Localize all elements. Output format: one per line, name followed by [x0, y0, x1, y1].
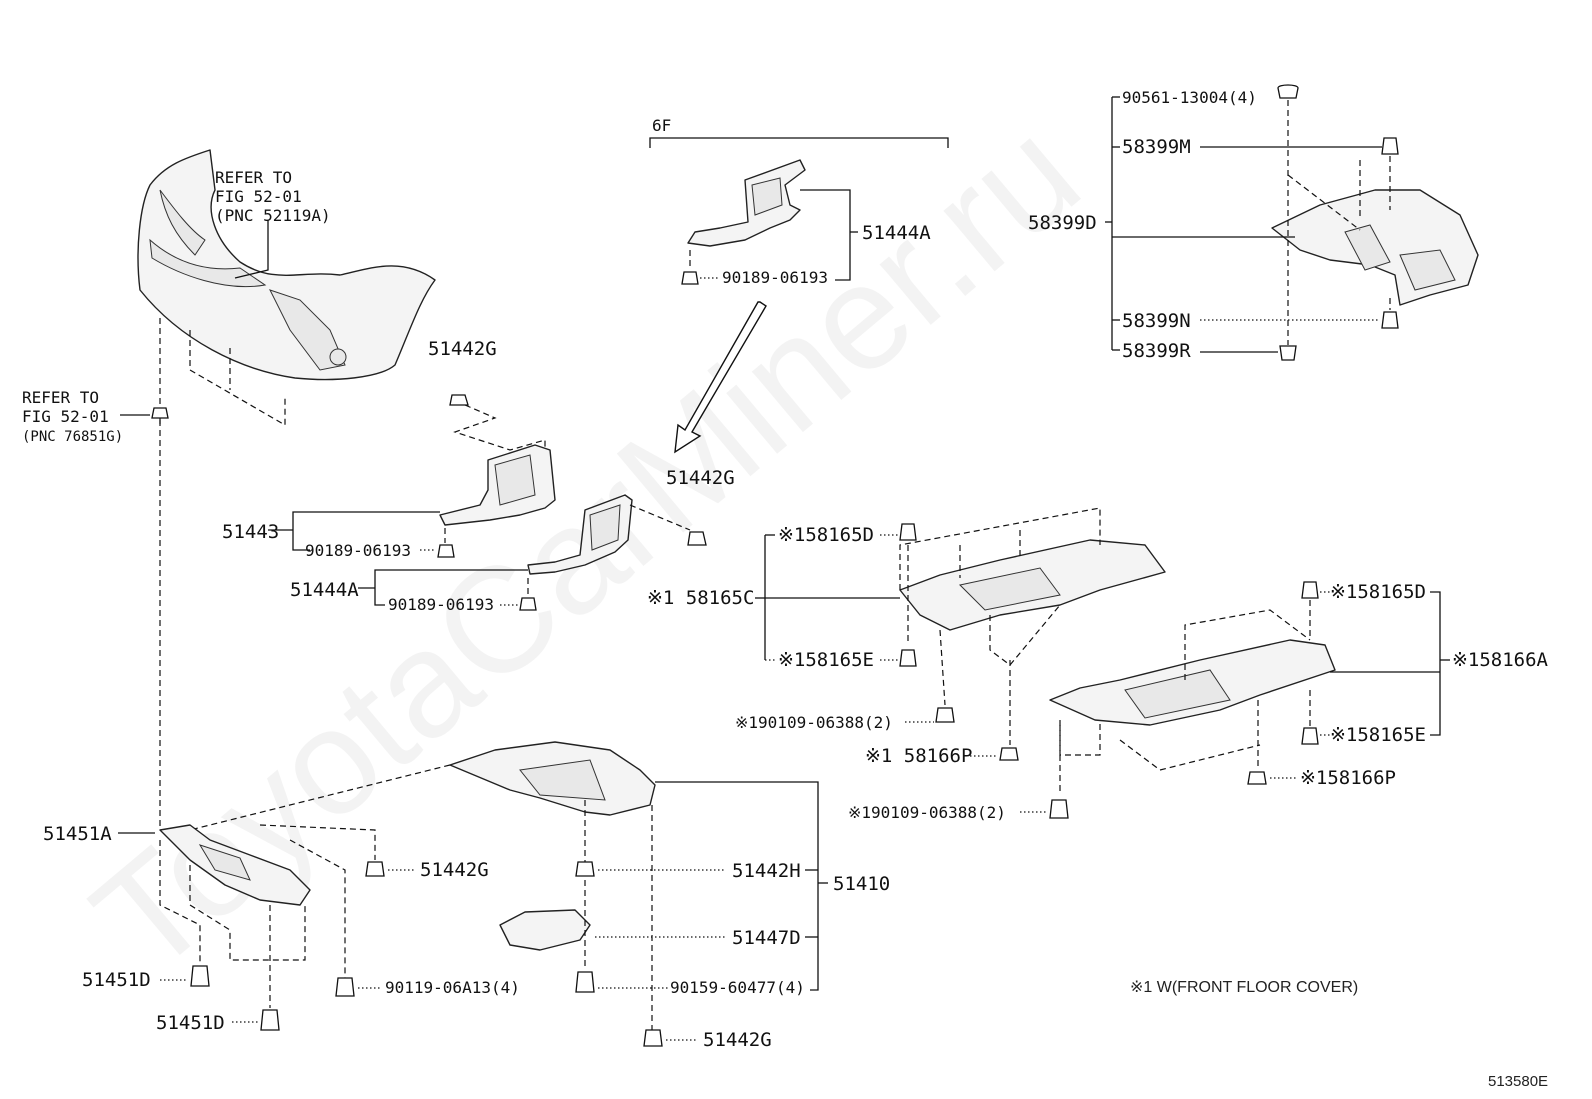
label-58166P-a: ※1 58166P — [865, 745, 972, 767]
label-51442G-d: 51442G — [703, 1029, 772, 1051]
label-58165D-b: ※158165D — [1330, 581, 1426, 603]
refer-clip-note: REFER TO FIG 52-01 (PNC 76851G) — [22, 388, 123, 445]
refer-bumper-line3: (PNC 52119A) — [215, 206, 331, 225]
footnote: ※1 W(FRONT FLOOR COVER) — [1130, 979, 1358, 996]
label-58399R: 58399R — [1122, 340, 1191, 362]
bolt-90109-a — [935, 707, 955, 723]
label-51443: 51443 — [222, 521, 279, 543]
nut-58399N — [1381, 311, 1399, 329]
label-58166P-b: ※158166P — [1300, 767, 1396, 789]
part-51444A-top — [687, 159, 806, 247]
label-51410: 51410 — [833, 873, 890, 895]
refer-bumper-line2: FIG 52-01 — [215, 187, 302, 206]
bolt-51451D-b — [260, 1009, 280, 1031]
clip-51442G-c — [365, 861, 385, 877]
refer-clip-line3: (PNC 76851G) — [22, 429, 123, 445]
nut-58165D-b — [1301, 581, 1319, 599]
clip-51442G-a — [449, 394, 469, 406]
bolt-90189-top — [681, 271, 699, 285]
part-58399D — [1271, 189, 1479, 306]
label-51442H: 51442H — [732, 860, 801, 882]
bolt-58399R — [1279, 345, 1297, 361]
label-51442G-b: 51442G — [666, 467, 735, 489]
clip-fastener — [151, 407, 169, 419]
part-51410 — [449, 741, 656, 816]
part-51451A — [159, 824, 311, 906]
part-51443 — [439, 444, 556, 526]
nut-58165E-a — [899, 649, 917, 667]
label-90119: 90119-06A13(4) — [385, 978, 520, 997]
group-label: 6F — [652, 116, 671, 135]
clip-58166P-b — [1247, 771, 1267, 785]
refer-clip-line2: FIG 52-01 — [22, 407, 109, 426]
part-58165C — [899, 539, 1166, 631]
bolt-90109-b — [1049, 799, 1069, 819]
label-51442G-c: 51442G — [420, 859, 489, 881]
refer-clip-line1: REFER TO — [22, 388, 99, 407]
bolt-90159 — [575, 971, 595, 993]
nut-58165E-b — [1301, 727, 1319, 745]
label-90109-b: ※190109-06388(2) — [848, 803, 1006, 822]
label-90109-a: ※190109-06388(2) — [735, 713, 893, 732]
bolt-90119 — [335, 977, 355, 997]
label-58165D-a: ※158165D — [778, 524, 874, 546]
label-58165E-a: ※158165E — [778, 649, 874, 671]
direction-arrow — [674, 301, 767, 454]
clip-51442H — [575, 861, 595, 877]
label-51444A-mid: 51444A — [290, 579, 359, 601]
label-58399N: 58399N — [1122, 310, 1191, 332]
refer-bumper-note: REFER TO FIG 52-01 (PNC 52119A) — [215, 168, 331, 225]
label-51451A: 51451A — [43, 823, 112, 845]
part-51444A-mid — [527, 494, 633, 575]
label-90189-top: 90189-06193 — [722, 268, 828, 287]
clip-58166P-a — [999, 747, 1019, 761]
figure-id: 513580E — [1488, 1073, 1548, 1090]
label-90189-mid2: 90189-06193 — [388, 595, 494, 614]
bolt-90189-mid2 — [519, 597, 537, 611]
clip-51442G-d — [643, 1029, 663, 1047]
label-58166A: ※158166A — [1452, 649, 1549, 671]
refer-bumper-line1: REFER TO — [215, 168, 292, 187]
bolt-90189-mid1 — [437, 544, 455, 558]
bolt-51451D-a — [190, 965, 210, 987]
label-51447D: 51447D — [732, 927, 801, 949]
label-58165C: ※1 58165C — [647, 587, 754, 609]
front-bumper — [137, 149, 436, 381]
label-58165E-b: ※158165E — [1330, 724, 1426, 746]
clip-90561 — [1277, 84, 1299, 99]
label-51442G-a: 51442G — [428, 338, 497, 360]
label-51451D-a: 51451D — [82, 969, 151, 991]
label-58399D: 58399D — [1028, 212, 1097, 234]
label-51451D-b: 51451D — [156, 1012, 225, 1034]
clip-51442G-b — [687, 531, 707, 546]
label-90189-mid1: 90189-06193 — [305, 541, 411, 560]
label-90159: 90159-60477(4) — [670, 978, 805, 997]
label-58399M: 58399M — [1122, 136, 1191, 158]
nut-58399M — [1381, 137, 1399, 155]
nut-58165D-a — [899, 523, 917, 541]
label-51444A-top: 51444A — [862, 222, 931, 244]
part-58166A — [1049, 639, 1336, 726]
label-90561: 90561-13004(4) — [1122, 88, 1257, 107]
part-51447D — [499, 909, 591, 951]
